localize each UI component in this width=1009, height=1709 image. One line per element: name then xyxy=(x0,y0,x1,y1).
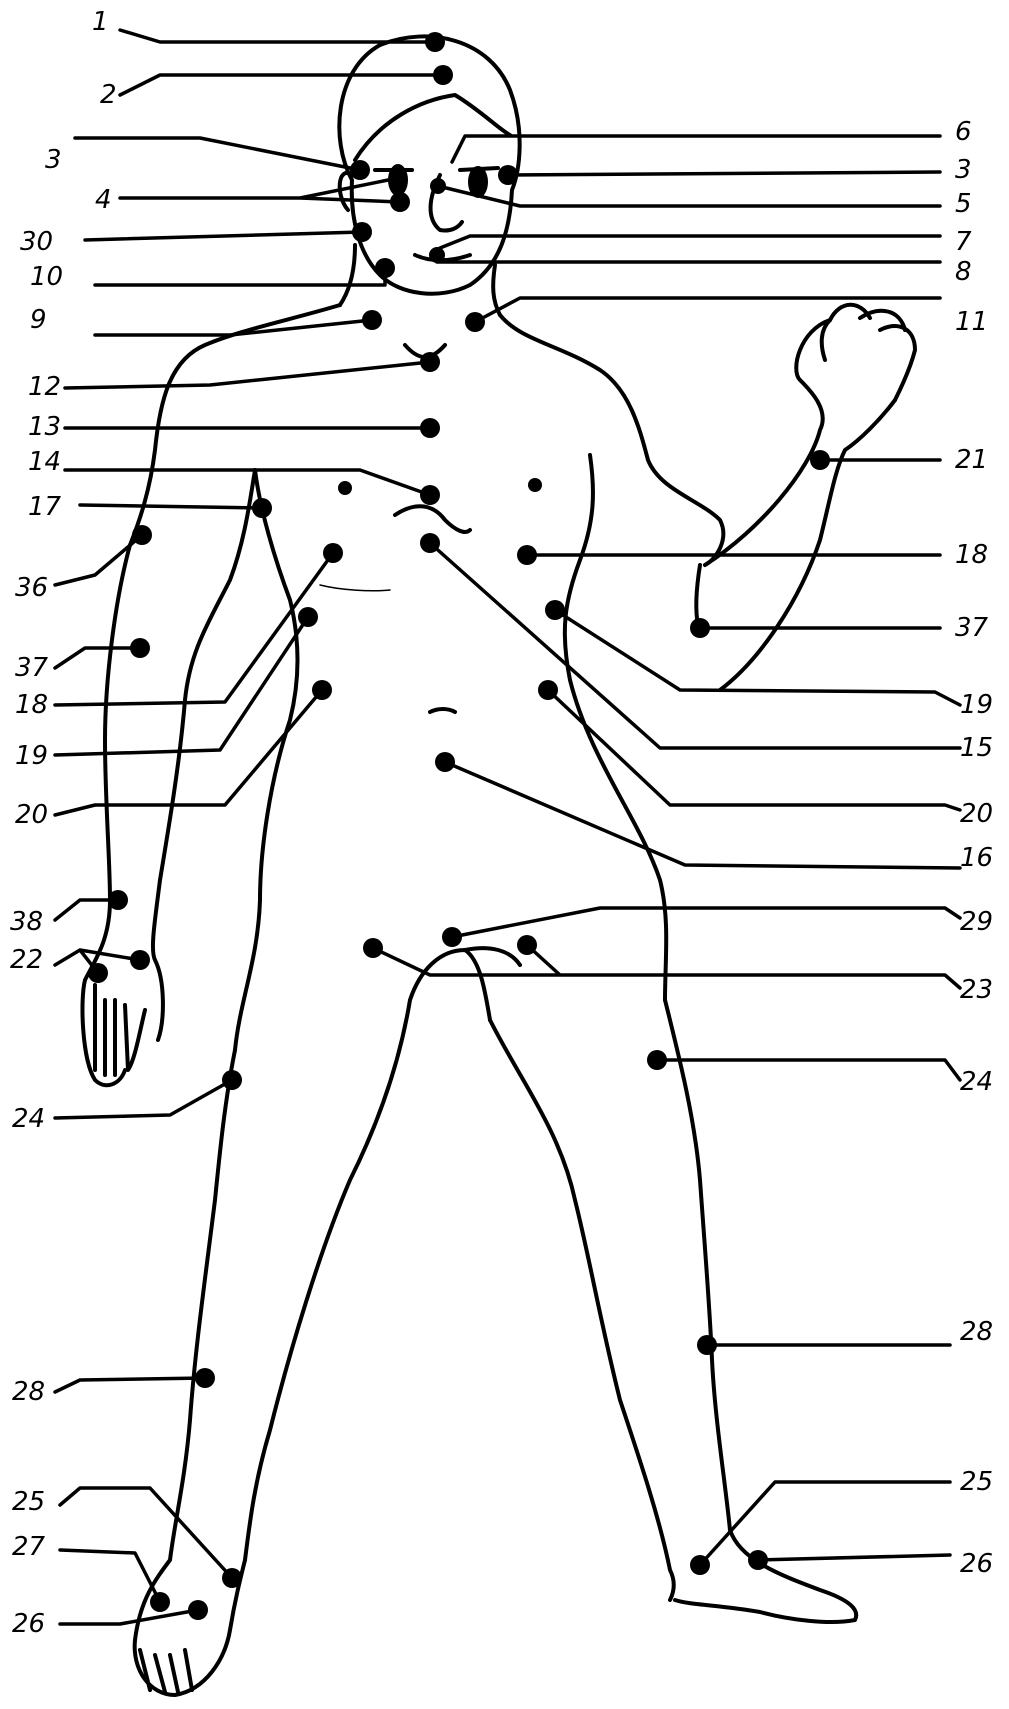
leader-2 xyxy=(120,75,443,95)
label-18-left: 18 xyxy=(15,690,48,720)
label-28-right: 28 xyxy=(960,1317,993,1347)
point-labels: 1 2 3 4 30 10 9 12 13 14 17 36 37 18 19 … xyxy=(10,7,993,1639)
leader-16 xyxy=(445,762,960,868)
leader-15 xyxy=(430,543,960,748)
right-arm-inner xyxy=(720,400,895,690)
leader-24-right xyxy=(657,1060,960,1080)
leader-29 xyxy=(452,908,960,937)
label-24-left: 24 xyxy=(12,1104,45,1134)
leader-4 xyxy=(120,178,400,202)
label-15: 15 xyxy=(960,733,993,763)
label-7: 7 xyxy=(955,227,972,257)
label-19-right: 19 xyxy=(960,690,993,720)
leader-9 xyxy=(95,320,372,335)
label-29: 29 xyxy=(960,907,993,937)
label-24-right: 24 xyxy=(960,1067,993,1097)
label-26-right: 26 xyxy=(960,1549,993,1579)
right-leg-inner xyxy=(490,1020,674,1600)
label-36: 36 xyxy=(15,573,48,603)
label-5: 5 xyxy=(955,189,972,219)
label-2: 2 xyxy=(100,80,117,110)
label-12: 12 xyxy=(28,372,61,402)
chest-curve-left xyxy=(320,585,390,591)
label-18-right: 18 xyxy=(955,540,988,570)
left-toes xyxy=(140,1650,192,1692)
label-16: 16 xyxy=(960,843,993,873)
label-6: 6 xyxy=(955,117,972,147)
label-30: 30 xyxy=(20,227,53,257)
leader-26-left xyxy=(60,1610,198,1624)
label-20-left: 20 xyxy=(15,800,48,830)
right-brow xyxy=(460,168,498,170)
leader-25-left xyxy=(60,1488,232,1578)
label-9: 9 xyxy=(30,305,47,335)
label-4: 4 xyxy=(95,185,112,215)
left-leg-inner xyxy=(245,950,490,1560)
label-1: 1 xyxy=(92,7,109,37)
label-23: 23 xyxy=(960,975,993,1005)
label-3-right: 3 xyxy=(955,155,972,185)
left-hand xyxy=(95,985,145,1075)
point-nipple-left-marker xyxy=(338,481,352,495)
chest-fold xyxy=(395,506,470,532)
label-17: 17 xyxy=(28,492,62,522)
acupoint-markers xyxy=(88,32,830,1620)
label-10: 10 xyxy=(30,262,63,292)
leader-3-right xyxy=(508,172,940,175)
label-3-left: 3 xyxy=(45,145,62,175)
label-25-left: 25 xyxy=(12,1487,45,1517)
left-arm-inner xyxy=(153,470,255,1040)
hairline xyxy=(355,95,510,160)
leader-7 xyxy=(440,236,940,248)
label-38: 38 xyxy=(10,907,43,937)
leader-37-left xyxy=(55,648,140,668)
label-14: 14 xyxy=(28,447,61,477)
label-11: 11 xyxy=(955,307,988,337)
right-shoulder xyxy=(500,315,723,565)
label-20-right: 20 xyxy=(960,799,993,829)
leader-19-right xyxy=(555,610,960,705)
right-forearm-fold xyxy=(696,565,700,625)
point-nipple-right-marker xyxy=(528,478,542,492)
leader-25-right xyxy=(700,1482,950,1565)
label-28-left: 28 xyxy=(12,1377,45,1407)
navel xyxy=(430,709,455,712)
leader-17 xyxy=(80,505,262,508)
torso-left xyxy=(235,470,298,1050)
label-19-left: 19 xyxy=(15,741,48,771)
label-25-right: 25 xyxy=(960,1467,993,1497)
label-27: 27 xyxy=(12,1532,46,1562)
label-26-left: 26 xyxy=(12,1609,45,1639)
leader-30 xyxy=(85,232,362,240)
leader-24-left xyxy=(55,1080,232,1118)
label-21: 21 xyxy=(955,445,988,475)
leader-3-left xyxy=(75,138,360,170)
leader-6 xyxy=(452,136,940,162)
label-37-right: 37 xyxy=(955,613,989,643)
leader-lines xyxy=(55,30,960,1624)
leader-22 xyxy=(55,950,140,973)
leader-26-right xyxy=(758,1555,950,1560)
leader-10 xyxy=(95,268,385,285)
leader-27 xyxy=(60,1550,160,1602)
label-22: 22 xyxy=(10,945,43,975)
neck-left xyxy=(340,245,355,305)
right-leg-outer xyxy=(665,1000,856,1622)
label-8: 8 xyxy=(955,257,972,287)
right-hand xyxy=(822,305,915,400)
leader-20-right xyxy=(548,690,960,810)
leader-14 xyxy=(65,470,430,495)
leader-12 xyxy=(65,362,430,388)
torso-right xyxy=(565,455,666,1000)
label-37-left: 37 xyxy=(15,653,49,683)
label-13: 13 xyxy=(28,412,61,442)
leader-28-left xyxy=(55,1378,205,1392)
